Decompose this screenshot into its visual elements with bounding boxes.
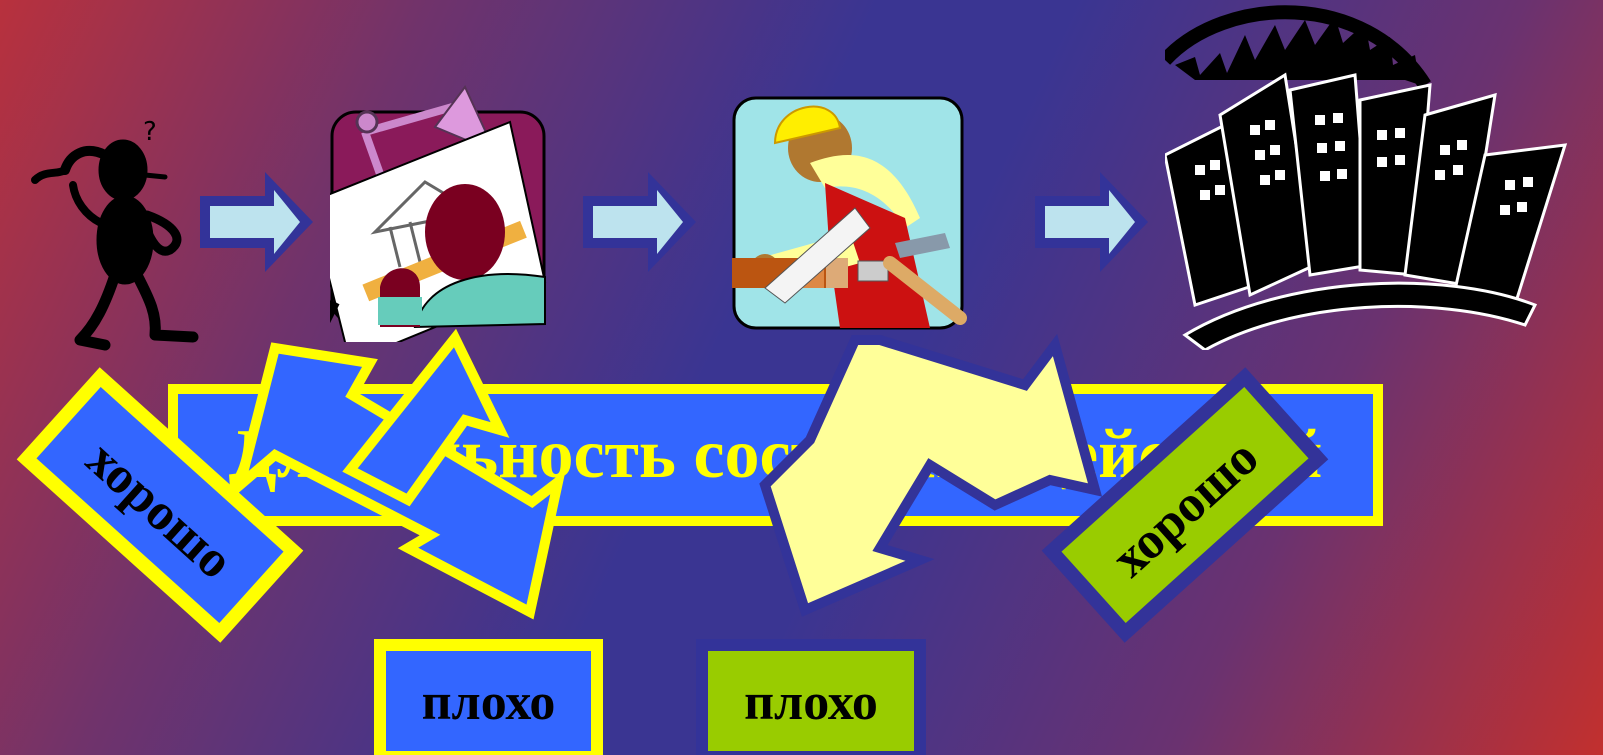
yellow-bent-arrow	[759, 333, 1103, 617]
good-left-box	[16, 367, 304, 643]
bad-left-box	[374, 639, 603, 755]
city-buildings-icon	[1165, 5, 1568, 350]
process-arrow-3	[1035, 172, 1148, 272]
construction-worker-icon	[732, 96, 967, 330]
good-right-box	[1041, 367, 1329, 643]
process-arrow-1	[200, 172, 313, 272]
process-arrow-2	[583, 172, 696, 272]
svg-text:?: ?	[143, 117, 157, 147]
blue-bent-arrow-2	[342, 328, 510, 507]
bad-right-box	[696, 639, 926, 755]
bad-right-label: плохо	[744, 673, 878, 731]
bad-left-label: плохо	[421, 673, 556, 731]
architect-drawing-icon	[330, 85, 547, 342]
confused-person-icon: ?	[31, 117, 199, 351]
